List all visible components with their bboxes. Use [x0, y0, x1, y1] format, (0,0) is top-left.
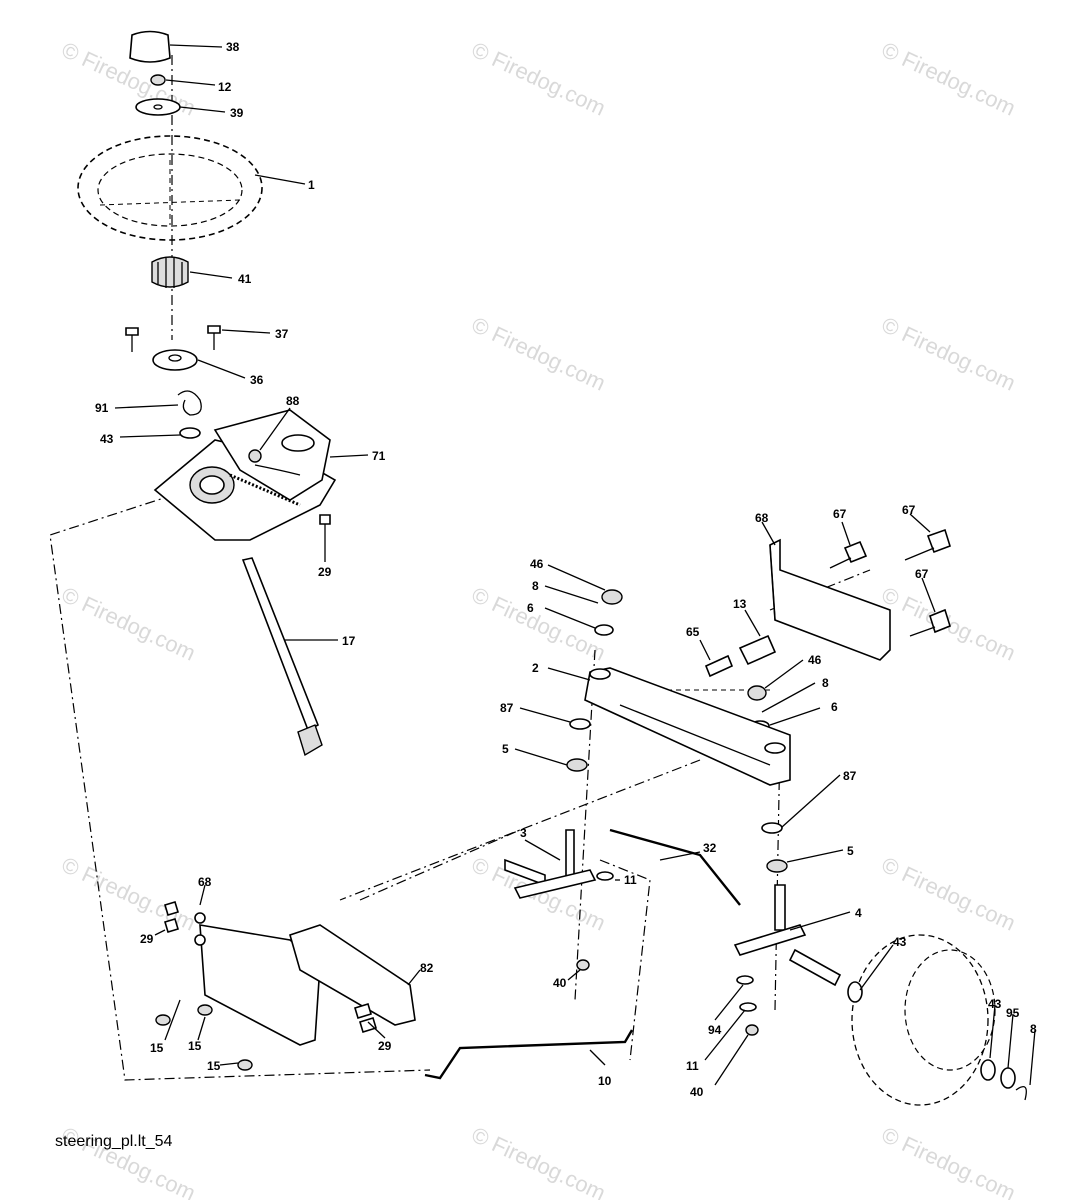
callout-68: 68 — [198, 875, 212, 889]
callout-68: 68 — [755, 511, 769, 525]
bolt-part-29 — [319, 514, 331, 545]
drag-link-part-32 — [609, 828, 741, 906]
front-axle-part-2 — [584, 667, 791, 786]
callout-13: 13 — [733, 597, 747, 611]
callout-4: 4 — [855, 906, 862, 920]
watermark: © Firedog.com — [58, 852, 200, 936]
callout-1: 1 — [308, 178, 315, 192]
callout-29: 29 — [318, 565, 332, 579]
callout-labels: 38 12 39 1 41 37 36 91 88 43 71 29 17 68… — [95, 40, 1037, 1099]
cap-part-46 — [601, 589, 767, 701]
tie-rod-part-10 — [424, 1029, 634, 1080]
callout-10: 10 — [598, 1074, 612, 1088]
bolt-part-37 — [125, 325, 221, 352]
steering-wheel-part-1 — [77, 135, 263, 241]
callout-65: 65 — [686, 625, 700, 639]
callout-15: 15 — [150, 1041, 164, 1055]
watermark: © Firedog.com — [58, 582, 200, 666]
spindle-part-4 — [733, 884, 842, 987]
callout-leader-lines — [114, 44, 1036, 1086]
callout-11: 11 — [686, 1059, 699, 1073]
bracket-part-68-lower — [194, 912, 321, 1046]
callout-2: 2 — [532, 661, 539, 675]
callout-11: 11 — [624, 873, 637, 887]
callout-40: 40 — [690, 1085, 704, 1099]
callout-43: 43 — [100, 432, 114, 446]
callout-43: 43 — [893, 935, 907, 949]
assembly-guide-lines — [49, 55, 871, 1081]
callout-12: 12 — [218, 80, 232, 94]
nut-part-40 — [576, 959, 759, 1036]
callout-87: 87 — [500, 701, 514, 715]
cap-part-38 — [129, 30, 171, 63]
clip-part-91 — [177, 390, 202, 416]
bracket-part-68-upper — [769, 538, 891, 661]
callout-82: 82 — [420, 961, 434, 975]
hub-part-36 — [152, 349, 198, 371]
gear-housing-part-71 — [153, 409, 337, 541]
callout-3: 3 — [520, 826, 527, 840]
callout-91: 91 — [95, 401, 109, 415]
callout-5: 5 — [502, 742, 509, 756]
callout-94: 94 — [708, 1023, 722, 1037]
callout-46: 46 — [530, 557, 544, 571]
callout-8: 8 — [532, 579, 539, 593]
adapter-part-41 — [151, 256, 189, 288]
callout-32: 32 — [703, 841, 717, 855]
bushing-part-87 — [569, 718, 783, 834]
watermark: © Firedog.com — [468, 582, 610, 666]
watermark: © Firedog.com — [468, 1122, 610, 1200]
callout-37: 37 — [275, 327, 289, 341]
callout-6: 6 — [831, 700, 838, 714]
callout-5: 5 — [847, 844, 854, 858]
callout-15: 15 — [207, 1059, 221, 1073]
watermark: © Firedog.com — [878, 1122, 1020, 1200]
callout-29: 29 — [378, 1039, 392, 1053]
callout-15: 15 — [188, 1039, 202, 1053]
bolt-part-67 — [829, 528, 951, 637]
callout-67: 67 — [915, 567, 929, 581]
callout-36: 36 — [250, 373, 264, 387]
bracket-part-82 — [289, 924, 416, 1026]
bolt-part-29-lower — [164, 901, 377, 1034]
spacer-part-13 — [738, 634, 777, 666]
watermark: © Firedog.com — [468, 312, 610, 396]
callout-71: 71 — [372, 449, 386, 463]
pin-part-65 — [704, 654, 734, 678]
callout-41: 41 — [238, 272, 252, 286]
nut-part-12 — [150, 74, 166, 86]
washer-part-43 — [179, 427, 201, 439]
watermark: © Firedog.com — [468, 37, 610, 121]
front-wheel — [847, 934, 1027, 1106]
callout-8: 8 — [1030, 1022, 1037, 1036]
callout-46: 46 — [808, 653, 822, 667]
callout-87: 87 — [843, 769, 857, 783]
callout-40: 40 — [553, 976, 567, 990]
callout-95: 95 — [1006, 1006, 1020, 1020]
callout-88: 88 — [286, 394, 300, 408]
steering-shaft-part-17 — [241, 557, 323, 757]
callout-6: 6 — [527, 601, 534, 615]
nut-part-15 — [155, 1004, 253, 1071]
bushing-part-5 — [566, 758, 788, 873]
watermark: © Firedog.com — [878, 312, 1020, 396]
washer-part-94 — [736, 975, 754, 985]
callout-17: 17 — [342, 634, 356, 648]
watermark: © Firedog.com — [878, 852, 1020, 936]
spindle-part-3 — [504, 829, 597, 899]
washer-part-11 — [596, 871, 757, 1012]
callout-29: 29 — [140, 932, 154, 946]
callout-39: 39 — [230, 106, 244, 120]
callout-43: 43 — [988, 997, 1002, 1011]
callout-8: 8 — [822, 676, 829, 690]
callout-67: 67 — [833, 507, 847, 521]
diagram-caption: steering_pl.lt_54 — [55, 1133, 173, 1150]
washer-part-39 — [135, 98, 181, 116]
callout-67: 67 — [902, 503, 916, 517]
watermark: © Firedog.com — [878, 37, 1020, 121]
callout-38: 38 — [226, 40, 240, 54]
